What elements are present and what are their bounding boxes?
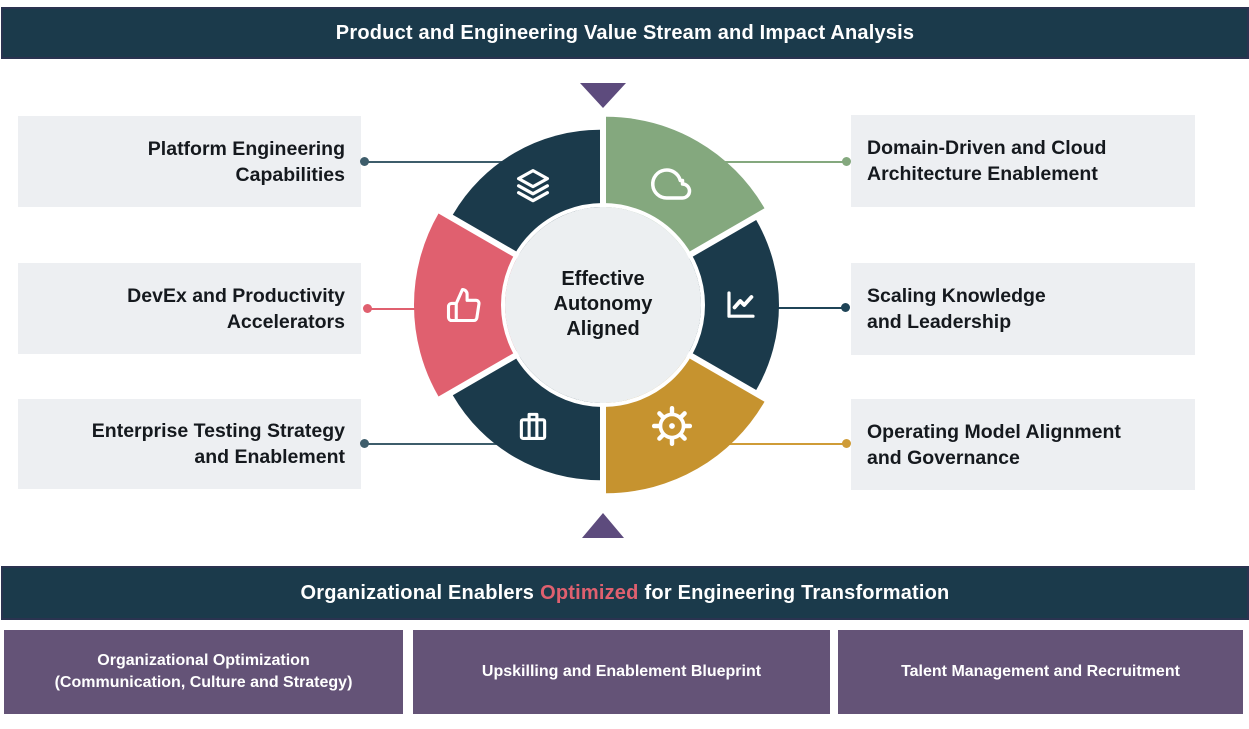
- enabler-talent-management: Talent Management and Recruitment: [838, 630, 1243, 714]
- arrow-down-icon: [580, 83, 626, 108]
- card-label: and Enablement: [194, 446, 345, 468]
- card-domain-cloud: Domain-Driven and Cloud Architecture Ena…: [851, 115, 1195, 207]
- card-operating-model: Operating Model Alignment and Governance: [851, 399, 1195, 490]
- enabler-label: Talent Management and Recruitment: [901, 663, 1180, 680]
- connector-line: [666, 161, 848, 164]
- connector-dot: [360, 157, 369, 166]
- cloud-icon: [651, 168, 692, 200]
- connector-dot: [360, 439, 369, 448]
- arrow-up-icon: [582, 513, 624, 538]
- card-label: Architecture Enablement: [867, 163, 1098, 185]
- card-label: and Governance: [867, 446, 1020, 469]
- card-label: DevEx and Productivity: [127, 284, 345, 307]
- center-label-line: Effective: [561, 268, 645, 290]
- card-scaling-knowledge: Scaling Knowledge and Leadership: [851, 263, 1195, 355]
- card-label: Accelerators: [226, 310, 345, 333]
- center-label-line: Aligned: [566, 318, 640, 340]
- connector-dot: [842, 439, 851, 448]
- card-label: Domain-Driven and Cloud: [867, 137, 1107, 159]
- card-label: Enterprise Testing Strategy: [91, 420, 345, 442]
- center-circle: [505, 207, 701, 403]
- center-label-line: Autonomy: [553, 293, 653, 315]
- card-label: Scaling Knowledge: [867, 285, 1046, 307]
- connector-dot: [842, 157, 851, 166]
- enabler-label: Organizational Optimization: [97, 652, 310, 669]
- card-label: Capabilities: [235, 163, 345, 186]
- thumbs-up-icon: [446, 287, 481, 323]
- card-label: Platform Engineering: [147, 137, 345, 160]
- connector-dot: [363, 304, 372, 313]
- wheel-center-label: Effective Autonomy Aligned: [516, 267, 690, 342]
- card-label: and Leadership: [867, 311, 1012, 333]
- bottom-banner-highlight: Optimized: [540, 581, 639, 604]
- enabler-organizational-optimization: Organizational Optimization (Communicati…: [4, 630, 403, 714]
- connector-dot: [841, 303, 850, 312]
- card-enterprise-testing: Enterprise Testing Strategy and Enableme…: [18, 399, 361, 489]
- layers-icon: [517, 169, 550, 203]
- connector-line: [365, 161, 540, 164]
- center-ring: [501, 203, 705, 407]
- card-devex-productivity: DevEx and Productivity Accelerators: [18, 263, 361, 354]
- bottom-banner-prefix: Organizational Enablers: [300, 581, 535, 604]
- wheel: [413, 116, 779, 494]
- bottom-banner-suffix: for Engineering Transformation: [644, 581, 950, 604]
- card-label: Operating Model Alignment: [867, 420, 1121, 443]
- top-banner: Product and Engineering Value Stream and…: [1, 7, 1249, 59]
- connector-line: [365, 443, 540, 446]
- briefcase-icon: [519, 412, 547, 440]
- enabler-label: Upskilling and Enablement Blueprint: [481, 663, 762, 680]
- top-banner-title: Product and Engineering Value Stream and…: [335, 21, 915, 44]
- bottom-banner: Organizational Enablers Optimized for En…: [1, 566, 1249, 620]
- enabler-upskilling-blueprint: Upskilling and Enablement Blueprint: [413, 630, 830, 714]
- card-platform-engineering: Platform Engineering Capabilities: [18, 116, 361, 207]
- connector-line: [666, 443, 848, 446]
- chart-icon: [727, 291, 755, 318]
- enabler-label: (Communication, Culture and Strategy): [54, 674, 353, 691]
- gear-icon: [651, 405, 693, 447]
